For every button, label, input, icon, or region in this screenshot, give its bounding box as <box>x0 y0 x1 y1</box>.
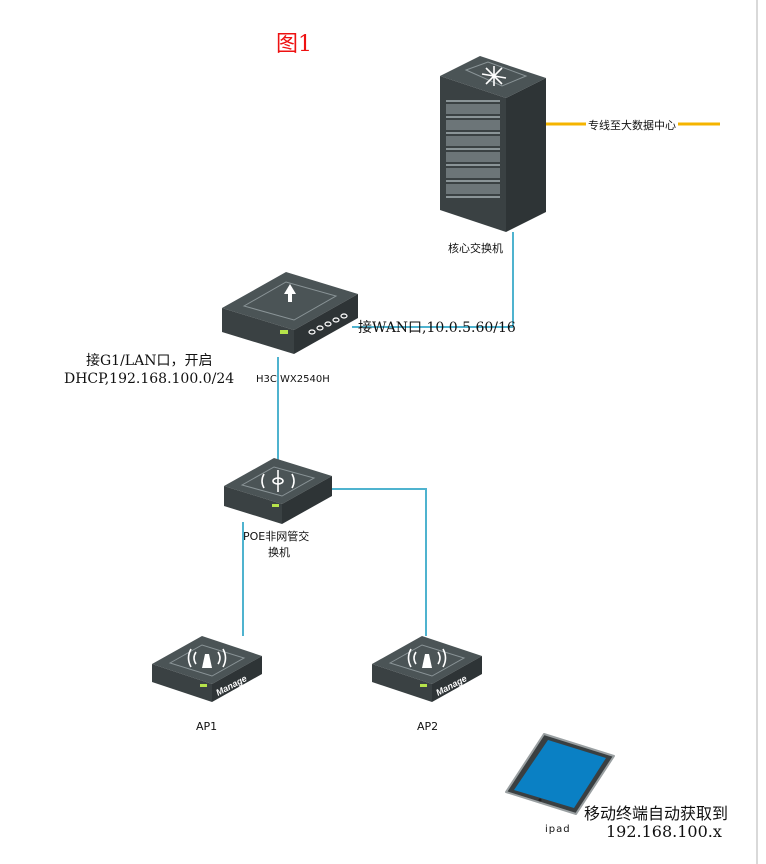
core-switch-rack-icon <box>440 56 546 232</box>
ap2[interactable]: Manage <box>372 636 482 706</box>
wireless-controller-icon <box>222 272 358 354</box>
tablet-icon <box>505 733 615 815</box>
ap2-label: AP2 <box>417 720 439 733</box>
mobile-annotation-line1: 移动终端自动获取到 <box>584 804 729 823</box>
poe-switch-label-line1: POE非网管交 <box>243 530 310 543</box>
ipad-label: ipad <box>545 824 571 835</box>
access-point-icon: Manage <box>372 636 482 702</box>
ac-controller-label: H3C WX2540H <box>256 374 330 385</box>
ap1-label: AP1 <box>196 720 218 733</box>
mobile-annotation-line2: 192.168.100.x <box>606 822 722 841</box>
access-point-icon: Manage <box>152 636 262 702</box>
lan-annotation-line1: 接G1/LAN口，开启 <box>86 353 213 369</box>
page-right-border <box>756 0 758 864</box>
ap1[interactable]: Manage <box>152 636 262 706</box>
dedicated-line-label: 专线至大数据中心 <box>586 117 678 133</box>
core-switch[interactable] <box>440 56 546 240</box>
diagram-title: 图1 <box>276 32 312 57</box>
link-poe-to-ap2 <box>330 488 427 636</box>
lan-annotation-line2: DHCP,192.168.100.0/24 <box>64 371 235 387</box>
poe-switch-icon <box>224 458 332 524</box>
ipad[interactable] <box>504 732 616 820</box>
core-switch-label: 核心交换机 <box>448 242 503 255</box>
poe-switch-label-line2: 换机 <box>268 546 290 559</box>
poe-switch[interactable] <box>224 458 332 528</box>
wan-annotation: 接WAN口,10.0.5.60/16 <box>358 320 516 336</box>
wireless-controller[interactable] <box>222 272 358 358</box>
